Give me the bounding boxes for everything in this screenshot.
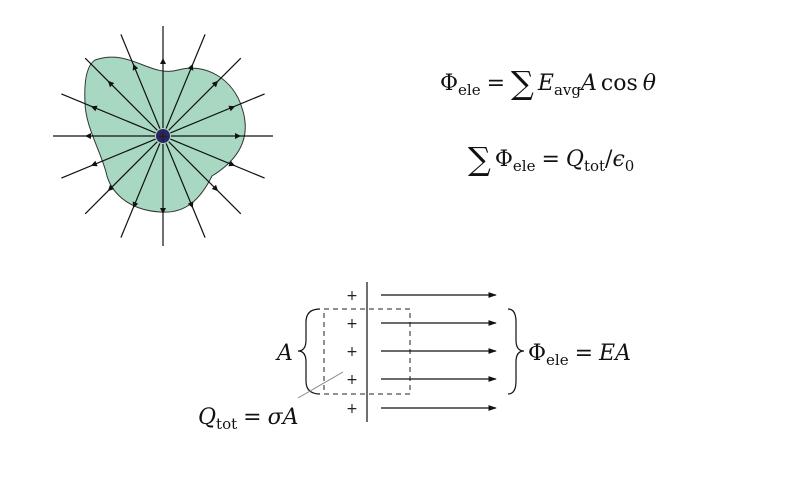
eq1-e: E bbox=[537, 71, 554, 96]
field-line bbox=[61, 93, 156, 134]
plate-charges: + + + + + bbox=[346, 288, 358, 417]
field-line-arrowhead bbox=[90, 160, 98, 167]
field-line-arrowhead bbox=[90, 105, 98, 112]
eq2-equals: = bbox=[541, 147, 559, 172]
radial-field-lines bbox=[53, 26, 273, 246]
eq2-slash: / bbox=[605, 147, 613, 172]
eq1-equals: = bbox=[487, 71, 505, 96]
eq2-epsilon-subscript: 0 bbox=[625, 157, 635, 175]
plate-charge-symbol: + bbox=[346, 401, 358, 417]
charge-equals: = bbox=[243, 405, 261, 430]
point-charge-symbol: + bbox=[157, 129, 169, 145]
field-line-arrowhead bbox=[107, 184, 115, 192]
flux-equals: = bbox=[575, 341, 593, 366]
field-line-arrowhead bbox=[235, 133, 241, 139]
charge-rhs: σA bbox=[268, 405, 299, 430]
eq1-theta: θ bbox=[643, 71, 656, 96]
field-line bbox=[165, 34, 206, 129]
field-line-arrowhead bbox=[107, 80, 115, 88]
left-brace bbox=[297, 308, 321, 395]
plate-flux-equation: Φele =EA bbox=[528, 341, 631, 369]
flux-rhs: EA bbox=[598, 341, 631, 366]
field-line bbox=[168, 57, 242, 131]
flux-phi-subscript: ele bbox=[546, 351, 569, 369]
field-line bbox=[84, 141, 158, 215]
total-charge-equation: Qtot = σA bbox=[198, 405, 298, 433]
field-line bbox=[165, 143, 206, 238]
plate-charge-symbol: + bbox=[346, 344, 358, 360]
eq1-cos: cos bbox=[601, 71, 638, 96]
field-line bbox=[170, 93, 265, 134]
field-line-arrowhead bbox=[228, 160, 236, 167]
field-line-arrowhead bbox=[187, 63, 194, 71]
plate-charge-symbol: + bbox=[346, 316, 358, 332]
eq1-phi-subscript: ele bbox=[458, 81, 481, 99]
eq2-q-subscript: tot bbox=[584, 157, 605, 175]
field-line-arrowhead bbox=[132, 201, 139, 209]
flux-phi: Φ bbox=[528, 341, 546, 366]
plate-charge-symbol: + bbox=[346, 288, 358, 304]
eq2-phi: Φ bbox=[495, 147, 513, 172]
field-line-arrowhead bbox=[228, 105, 236, 112]
field-line-arrowhead bbox=[211, 184, 219, 192]
point-charge bbox=[156, 129, 170, 143]
eq1-a: A bbox=[579, 71, 597, 96]
eq1-sum: ∑ bbox=[511, 64, 534, 102]
field-line bbox=[120, 143, 161, 238]
charge-q-subscript: tot bbox=[216, 415, 237, 433]
eq2-phi-subscript: ele bbox=[513, 157, 536, 175]
point-charge-figure: + bbox=[53, 26, 273, 246]
eq2-sum: ∑ bbox=[468, 140, 491, 178]
field-line-arrowhead bbox=[160, 208, 166, 214]
area-label: A bbox=[275, 341, 293, 366]
field-line-arrowhead bbox=[211, 80, 219, 88]
uniform-field-arrows bbox=[381, 292, 497, 411]
eq1-phi: Φ bbox=[440, 71, 458, 96]
charge-q: Q bbox=[198, 405, 216, 430]
plate-charge-symbol: + bbox=[346, 372, 358, 388]
eq2-q: Q bbox=[566, 147, 584, 172]
eq2-epsilon: ϵ bbox=[612, 147, 624, 172]
field-line-arrowhead bbox=[85, 133, 91, 139]
field-line-arrowhead bbox=[160, 58, 166, 64]
eq1-e-subscript: avg bbox=[554, 81, 581, 99]
field-line bbox=[170, 138, 265, 179]
right-brace bbox=[507, 308, 525, 395]
field-line-arrowhead bbox=[132, 63, 139, 71]
field-line-arrowhead bbox=[187, 201, 194, 209]
field-line bbox=[61, 138, 156, 179]
gauss-law-equation: ∑Φele = Qtot/ϵ0 bbox=[468, 140, 634, 178]
field-line bbox=[84, 57, 158, 131]
charged-plate-figure: + + + + + A Φele=EA Qtot=σA bbox=[198, 282, 631, 433]
field-line bbox=[120, 34, 161, 129]
field-line bbox=[168, 141, 242, 215]
svg-text:∑Φele=Qtot/ϵ0: ∑Φele = Qtot/ϵ0 bbox=[468, 140, 634, 178]
charge-pointer-line bbox=[297, 371, 344, 399]
